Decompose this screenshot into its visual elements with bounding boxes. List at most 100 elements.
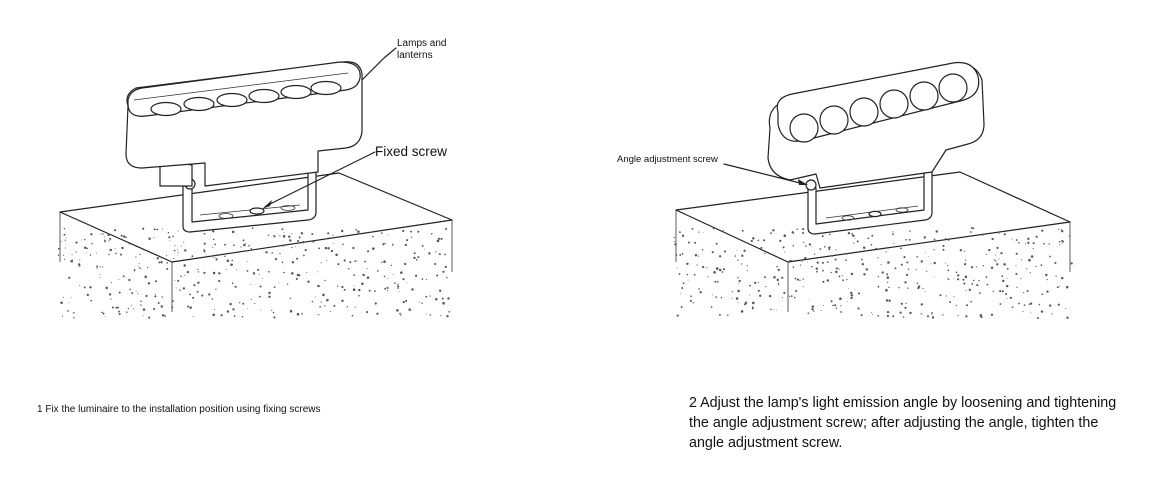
speck	[1015, 239, 1018, 241]
speck	[1016, 286, 1018, 288]
speck	[267, 234, 270, 236]
speck	[444, 265, 447, 268]
speck	[286, 283, 289, 285]
speck	[319, 306, 321, 308]
speck	[212, 257, 214, 258]
lamp-lenses	[150, 80, 342, 117]
speck	[841, 275, 843, 277]
speck	[226, 310, 230, 313]
speck	[60, 241, 62, 243]
speck	[947, 239, 950, 241]
speck	[183, 264, 186, 267]
speck	[1001, 275, 1004, 278]
speck	[291, 272, 294, 275]
speck	[985, 254, 988, 256]
speck	[288, 235, 291, 238]
speck	[320, 262, 322, 264]
speck	[330, 249, 334, 253]
speck	[734, 255, 737, 257]
speck	[174, 245, 176, 247]
speck	[1025, 242, 1027, 244]
speck	[811, 265, 813, 268]
speck	[139, 267, 141, 270]
speck	[1029, 302, 1033, 305]
speck	[783, 234, 787, 237]
speck	[279, 235, 281, 237]
speck	[871, 234, 874, 237]
speck	[697, 255, 700, 257]
speck	[122, 275, 125, 278]
speck	[346, 235, 348, 237]
speck	[801, 260, 803, 263]
speck	[1005, 284, 1009, 288]
speck	[737, 259, 739, 261]
speck	[1038, 303, 1041, 306]
speck	[842, 279, 844, 282]
speck	[161, 314, 165, 317]
speck	[1036, 316, 1039, 320]
speck	[674, 243, 677, 246]
speck	[1041, 229, 1044, 232]
speck	[693, 273, 696, 276]
speck	[694, 241, 697, 244]
step-1-panel: Lamps and lanterns Fixed screw 1 Fix the…	[0, 0, 560, 495]
speck	[273, 235, 275, 237]
speck	[421, 278, 424, 280]
speck	[867, 237, 870, 240]
speck	[956, 278, 960, 281]
speck	[1003, 233, 1006, 236]
speck	[397, 287, 399, 290]
speck	[673, 236, 675, 239]
speck	[148, 316, 151, 319]
speck	[291, 246, 293, 249]
speck	[717, 281, 719, 283]
speck	[816, 270, 818, 273]
speck	[1051, 313, 1053, 315]
speck	[959, 249, 962, 252]
speck	[907, 268, 910, 270]
speck	[1059, 244, 1061, 246]
speck	[965, 290, 967, 292]
speck	[377, 270, 379, 272]
speck	[900, 302, 903, 305]
speck	[807, 312, 809, 315]
speck	[678, 273, 681, 275]
speck	[877, 314, 878, 316]
speck	[933, 238, 936, 241]
speck	[776, 309, 777, 311]
speck	[405, 299, 408, 302]
speck	[180, 275, 182, 277]
speck	[831, 255, 834, 257]
speck	[156, 228, 159, 231]
speck	[994, 260, 997, 262]
speck	[790, 295, 793, 297]
speck	[281, 261, 284, 264]
speck	[114, 248, 116, 250]
speck	[830, 271, 832, 274]
speck	[205, 254, 207, 256]
speck	[792, 244, 795, 247]
ground-slab	[57, 172, 453, 319]
speck	[446, 315, 449, 318]
speck	[326, 298, 329, 302]
speck	[1018, 241, 1020, 244]
speck	[865, 268, 868, 271]
speck	[863, 273, 866, 276]
speck	[1040, 310, 1044, 313]
speck	[250, 298, 252, 300]
speck	[220, 314, 223, 317]
speck	[392, 274, 394, 276]
speck	[162, 228, 164, 230]
speck	[184, 274, 186, 276]
speck	[885, 289, 888, 292]
speck	[808, 243, 812, 246]
speck	[1058, 240, 1061, 243]
speck	[184, 249, 187, 252]
speck	[804, 257, 807, 260]
speck	[722, 229, 724, 232]
speck	[290, 309, 293, 312]
speck	[445, 227, 448, 231]
speck	[863, 246, 865, 248]
speck	[104, 316, 106, 318]
speck	[421, 302, 423, 304]
